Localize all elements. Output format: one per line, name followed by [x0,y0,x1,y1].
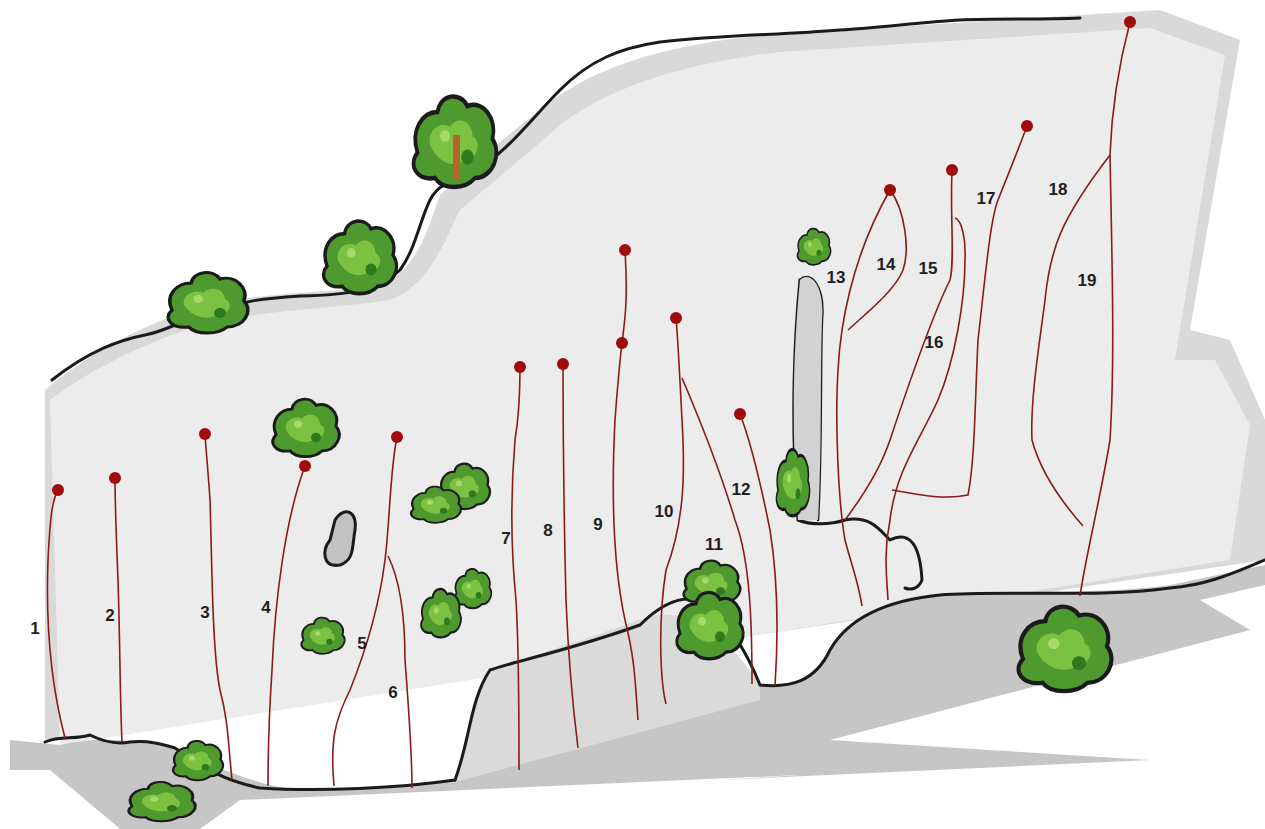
route-number: 19 [1078,272,1097,289]
route-number: 4 [261,599,270,616]
route-number: 15 [919,260,938,277]
route-number: 16 [925,334,944,351]
route-number: 2 [105,607,114,624]
route-number: 1 [30,620,39,637]
route-number: 12 [732,481,751,498]
route-number: 17 [977,190,996,207]
route-number: 3 [200,604,209,621]
route-number: 5 [357,635,366,652]
route-number: 6 [388,684,397,701]
route-number: 11 [705,536,723,553]
route-number: 10 [655,503,674,520]
route-number: 8 [543,522,552,539]
route-number: 13 [827,269,846,286]
route-number: 9 [593,516,602,533]
route-number: 14 [877,256,896,273]
route-number: 18 [1049,181,1068,198]
route-number: 7 [501,530,510,547]
